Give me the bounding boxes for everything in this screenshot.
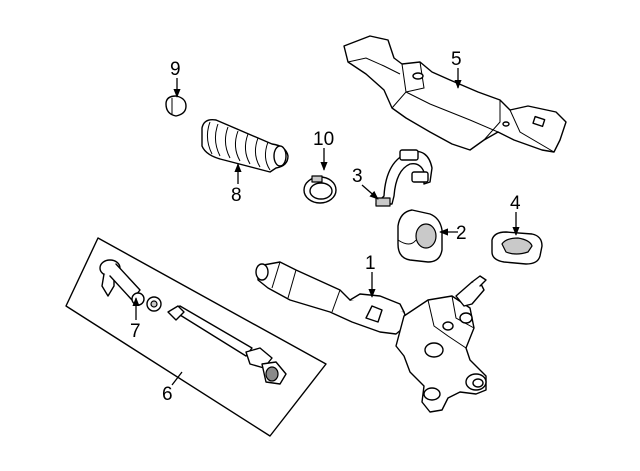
steering-rack-part [255, 261, 487, 413]
callout-2: 2 [456, 223, 467, 244]
inner-tie-rod-part [167, 305, 287, 385]
insulator-part [491, 231, 543, 265]
callout-1: 1 [365, 253, 376, 274]
callout-8: 8 [231, 185, 242, 206]
callout-4: 4 [510, 193, 521, 214]
skid-plate-part [343, 35, 567, 153]
callout-7: 7 [130, 321, 141, 342]
cap-part [165, 95, 187, 117]
boot-part [201, 118, 289, 173]
callout-leaders [132, 68, 520, 386]
bushing-part [397, 209, 443, 263]
callout-5: 5 [451, 49, 462, 70]
callout-3: 3 [352, 166, 363, 187]
callout-6: 6 [162, 384, 173, 405]
callout-10: 10 [313, 129, 334, 150]
callout-9: 9 [170, 59, 181, 80]
bracket-part [375, 149, 433, 207]
clamp-part [303, 175, 337, 204]
